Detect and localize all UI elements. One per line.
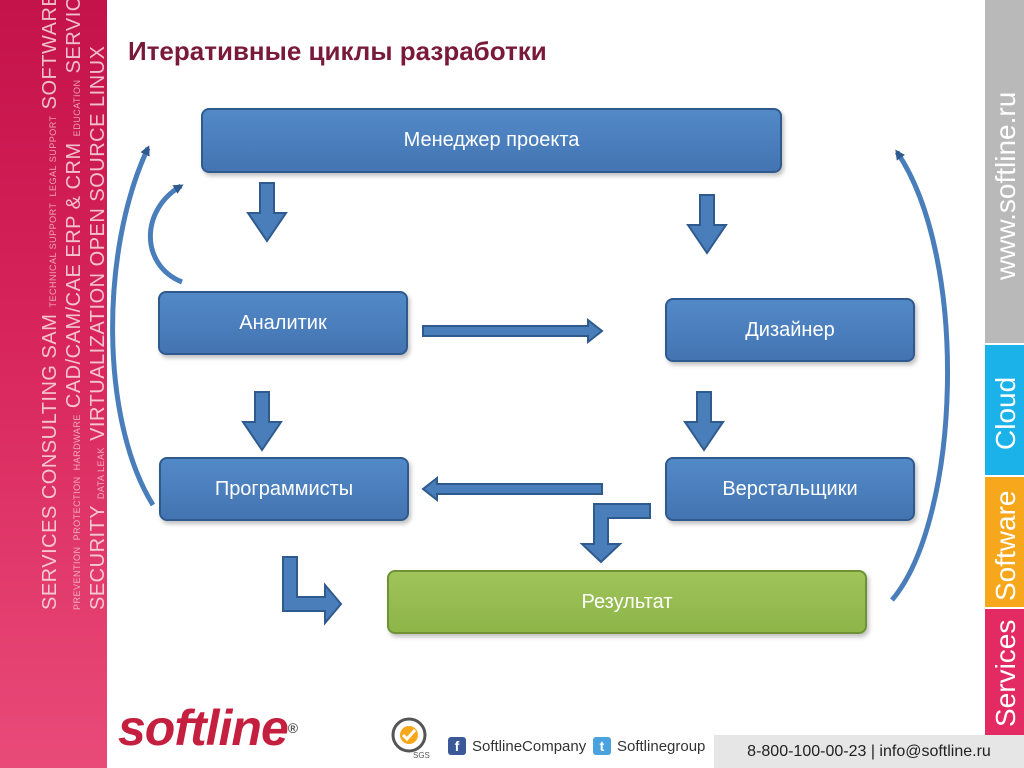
feedback-curve-left-outer — [110, 145, 156, 507]
node-result: Результат — [387, 570, 867, 634]
facebook-link[interactable]: f SoftlineCompany — [448, 737, 586, 755]
arrow-programmers-to-result — [282, 556, 343, 626]
arrow-analyst-to-designer — [422, 317, 604, 345]
services-segment[interactable]: Services — [985, 609, 1024, 737]
logo-text: softline — [118, 700, 289, 756]
node-analyst: Аналитик — [158, 291, 408, 355]
node-layout-designers: Верстальщики — [665, 457, 915, 521]
arrow-analyst-to-programmers — [241, 391, 283, 452]
facebook-handle: SoftlineCompany — [472, 737, 587, 755]
arrow-manager-to-analyst — [246, 182, 288, 243]
node-label: Дизайнер — [745, 318, 835, 341]
node-designer: Дизайнер — [665, 298, 915, 362]
sgs-badge: SGS — [389, 717, 430, 761]
slide-title: Итеративные циклы разработки — [128, 36, 547, 66]
arrow-manager-to-designer — [686, 194, 728, 255]
software-segment[interactable]: Software — [985, 477, 1024, 607]
node-project-manager: Менеджер проекта — [201, 108, 782, 173]
node-programmers: Программисты — [159, 457, 409, 521]
left-decorative-band: SERVICES CONSULTING SAM TECHNICAL SUPPOR… — [0, 0, 107, 768]
node-label: Менеджер проекта — [403, 129, 580, 151]
sgs-label: SGS — [413, 751, 430, 760]
twitter-handle: Softlinegroup — [617, 737, 706, 755]
twitter-icon: t — [593, 737, 611, 755]
registered-mark: ® — [287, 720, 298, 736]
node-label: Аналитик — [239, 311, 327, 334]
site-segment[interactable]: www.softline.ru — [985, 0, 1024, 343]
arrow-designer-to-layout — [683, 391, 725, 452]
cloud-segment[interactable]: Cloud — [985, 345, 1024, 475]
node-label: Программисты — [214, 477, 354, 500]
facebook-icon: f — [448, 737, 466, 755]
sgs-badge-icon — [391, 717, 427, 753]
feedback-curve-left-inner — [148, 183, 184, 285]
softline-logo[interactable]: softline® — [118, 700, 298, 756]
right-brand-strip: www.softline.ru Cloud Software Services — [985, 0, 1024, 768]
arrow-layout-to-programmers — [421, 475, 603, 503]
contact-bar: 8-800-100-00-23 | info@softline.ru — [714, 735, 1024, 768]
node-label: Верстальщики — [722, 477, 858, 500]
node-label: Результат — [581, 590, 673, 613]
arrow-layout-to-result — [579, 503, 651, 564]
twitter-link[interactable]: t Softlinegroup — [593, 737, 705, 755]
feedback-curve-right — [890, 149, 951, 602]
contact-text: 8-800-100-00-23 | info@softline.ru — [747, 742, 991, 760]
